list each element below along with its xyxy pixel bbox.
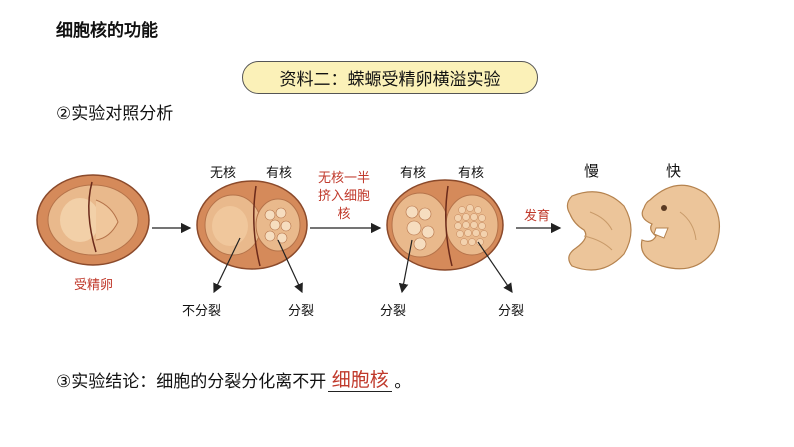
label-fast: 快: [666, 162, 682, 180]
fertilized-egg-image: [36, 174, 150, 266]
conclusion-line: ③实验结论：细胞的分裂分化离不开 细胞核 。: [56, 367, 411, 392]
embryo-slow-image: [566, 191, 632, 271]
label-division-2: 分裂: [380, 304, 407, 319]
label-develop: 发育: [524, 209, 551, 224]
label-division-3: 分裂: [498, 304, 525, 319]
label-has-nucleus-1: 有核: [266, 166, 293, 181]
page-title: 细胞核的功能: [56, 21, 158, 41]
conclusion-period: 。: [394, 372, 412, 392]
conclusion-text: ③实验结论：细胞的分裂分化离不开: [56, 372, 327, 392]
banner-text: 资料二：蝾螈受精卵横溢实验: [279, 70, 501, 90]
label-has-nucleus-2b: 有核: [458, 166, 485, 181]
section-heading-analysis: ②实验对照分析: [56, 104, 174, 124]
label-division-1: 分裂: [288, 304, 315, 319]
embryo-fast-image: [640, 184, 721, 270]
label-inject-nucleus: 无核一半挤入细胞核: [318, 171, 371, 222]
label-fertilized-egg: 受精卵: [74, 278, 114, 293]
pointer-division-1: [277, 239, 303, 294]
material-banner: 资料二：蝾螈受精卵横溢实验: [242, 61, 538, 94]
label-has-nucleus-2a: 有核: [400, 166, 427, 181]
label-no-nucleus-1: 无核: [210, 166, 237, 181]
pointer-division-3: [477, 241, 513, 293]
label-no-division: 不分裂: [182, 304, 222, 319]
conclusion-answer: 细胞核: [328, 369, 393, 392]
both-nucleated-egg-image: [386, 179, 504, 271]
pointer-division-2: [398, 239, 413, 294]
label-slow: 慢: [584, 162, 600, 180]
constricted-egg-image: [196, 180, 308, 270]
pointer-no-division: [213, 237, 241, 294]
